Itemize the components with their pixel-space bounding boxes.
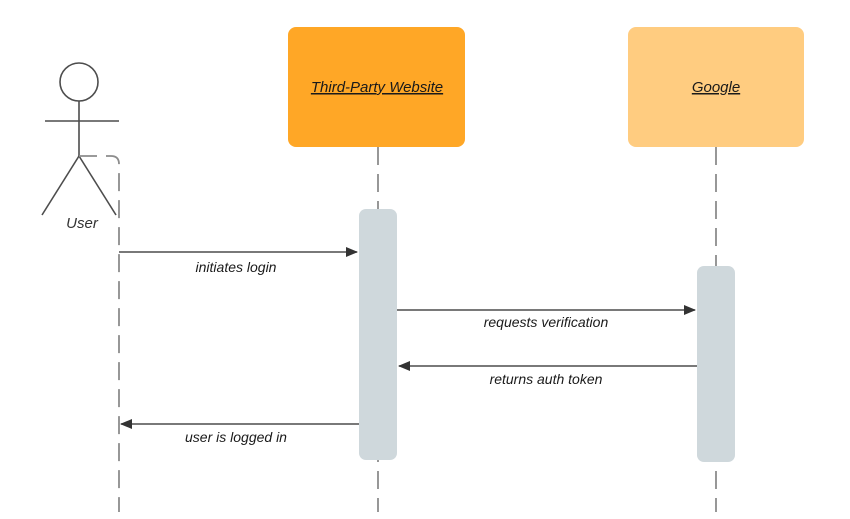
participant-label-third-party-website: Third-Party Website	[311, 79, 443, 96]
message-label-returns-auth-token: returns auth token	[490, 371, 603, 387]
participant-label-user: User	[66, 215, 99, 232]
message-initiates-login: initiates login	[119, 247, 358, 275]
activation-bar-third-party-website	[359, 209, 397, 460]
message-label-initiates-login: initiates login	[196, 259, 277, 275]
actor-stick-figure-icon	[41, 62, 119, 216]
participant-user[interactable]: User	[41, 62, 119, 232]
participant-box-third-party-website[interactable]	[288, 27, 465, 147]
message-label-requests-verification: requests verification	[484, 314, 609, 330]
message-returns-auth-token: returns auth token	[398, 361, 697, 387]
lifeline-user	[79, 155, 120, 512]
message-requests-verification: requests verification	[397, 305, 696, 330]
message-label-user-is-logged-in: user is logged in	[185, 429, 287, 445]
activation-bar-google	[697, 266, 735, 462]
participant-box-google[interactable]	[628, 27, 804, 147]
participant-label-google: Google	[692, 79, 740, 96]
message-user-is-logged-in: user is logged in	[120, 419, 359, 445]
